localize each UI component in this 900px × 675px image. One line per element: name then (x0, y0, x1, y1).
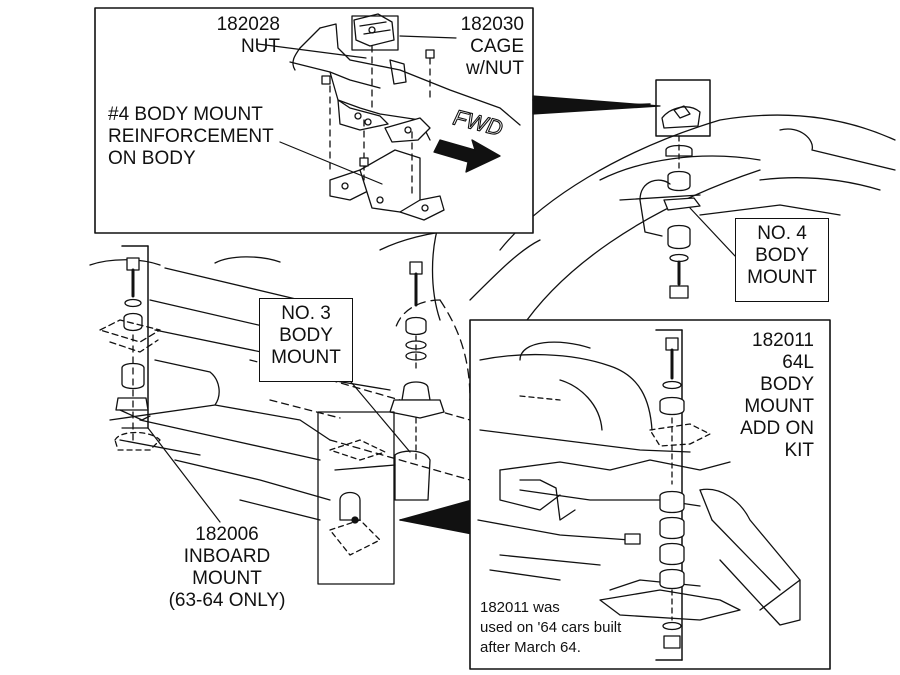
inboard-mount-stack (99, 245, 161, 451)
nut-part-number: 182028 (216, 14, 280, 35)
reinforcement-line-3: ON BODY (108, 148, 196, 169)
cage-name: CAGE (470, 36, 524, 57)
no4-line-2: BODY (755, 245, 809, 266)
no4-line-3: MOUNT (747, 267, 817, 288)
kit-line-1: 64L (782, 352, 814, 373)
no3-mount-stack (389, 261, 445, 501)
no3-callout: NO. 3 BODY MOUNT (259, 298, 353, 382)
reinforcement-callout: #4 BODY MOUNT REINFORCEMENT ON BODY (108, 104, 274, 170)
leader-lines-top (257, 35, 457, 185)
cage-callout: 182030 CAGE w/NUT (436, 14, 524, 80)
inboard-callout: 182006 INBOARD MOUNT (63-64 ONLY) (152, 524, 302, 612)
no4-mount-stack (639, 79, 711, 299)
reinforcement-detail-box (94, 7, 534, 234)
kit-line-2: BODY (760, 374, 814, 395)
car-body-outline (89, 114, 896, 331)
inboard-part-number: 182006 (195, 524, 259, 545)
kit-line-3: MOUNT (744, 396, 814, 417)
reinforcement-line-1: #4 BODY MOUNT (108, 104, 263, 125)
no3-detail-box (317, 411, 396, 585)
add-on-kit-stack (655, 329, 685, 661)
kit-part-number: 182011 (752, 330, 814, 351)
no4-callout: NO. 4 BODY MOUNT (735, 218, 829, 302)
add-on-kit-artwork (477, 341, 801, 626)
cage-part-number: 182030 (460, 14, 524, 35)
nut-name: NUT (240, 36, 280, 57)
kit-line-4: ADD ON (740, 418, 814, 439)
inboard-line-3: (63-64 ONLY) (168, 590, 286, 611)
no3-line-1: NO. 3 (281, 303, 331, 324)
kit-line-5: KIT (784, 440, 814, 461)
usage-note: 182011 was used on '64 cars built after … (480, 598, 621, 658)
usage-note-line-3: after March 64. (480, 639, 581, 656)
inboard-line-1: INBOARD (183, 546, 271, 567)
usage-note-line-1: 182011 was (480, 599, 560, 616)
no3-line-3: MOUNT (271, 347, 341, 368)
no4-line-1: NO. 4 (757, 223, 807, 244)
kit-callout: 182011 64L BODY MOUNT ADD ON KIT (716, 330, 814, 462)
add-on-kit-detail-box (469, 319, 831, 670)
no3-line-2: BODY (279, 325, 333, 346)
reinforcement-line-2: REINFORCEMENT (108, 126, 274, 147)
nut-callout: 182028 NUT (190, 14, 280, 58)
leader-lines (121, 207, 736, 523)
callout-arrows (399, 95, 661, 535)
inboard-line-2: MOUNT (192, 568, 262, 589)
usage-note-line-2: used on '64 cars built (480, 619, 622, 636)
cage-detail: w/NUT (465, 58, 524, 79)
